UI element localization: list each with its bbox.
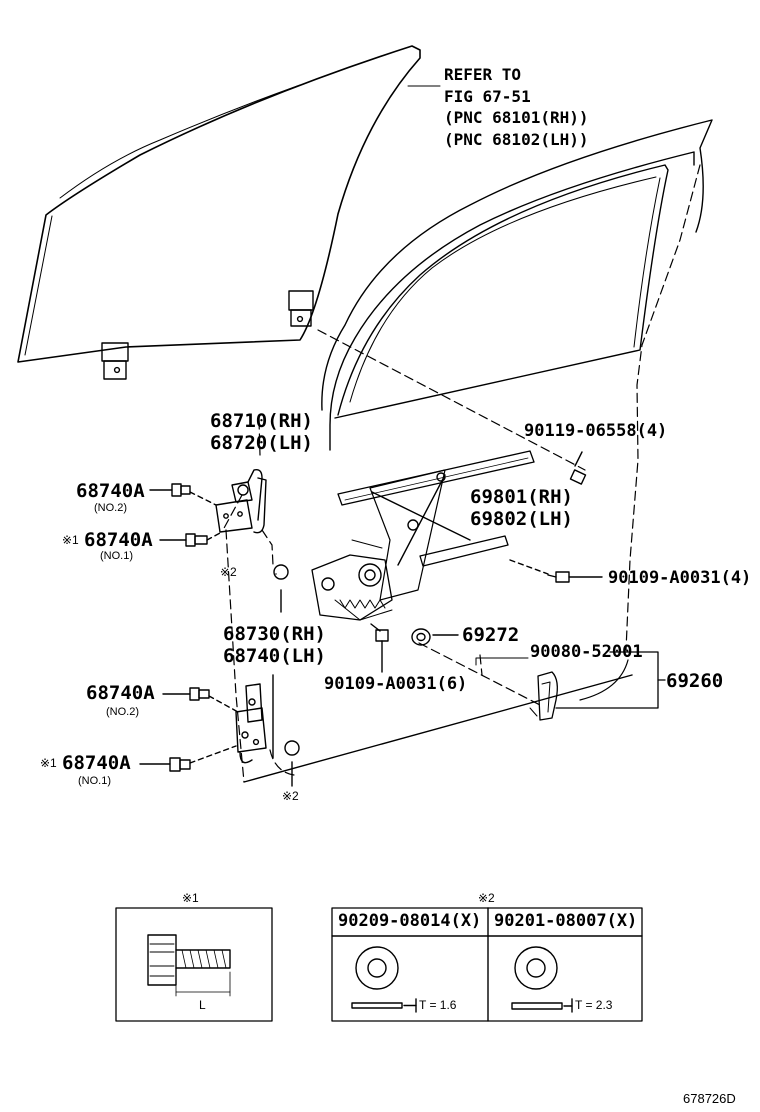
bolt-no1-bottom-note: (NO.1): [78, 775, 111, 787]
detail-2-part-1: 90209-08014(X): [338, 911, 482, 931]
refer-note-line-3: (PNC 68101(RH)): [444, 108, 589, 127]
grommet-label: 69272: [462, 624, 520, 646]
clip-label: 90080-52001: [530, 642, 643, 662]
detail-2-box: [331, 907, 643, 1022]
bolt-no1-top-note: (NO.1): [100, 550, 133, 562]
door-glass: [17, 45, 421, 380]
lower-hinge: [235, 674, 300, 787]
bolt-no2-bottom-label: 68740A: [86, 682, 155, 704]
bolt-top-right-shape: [569, 451, 587, 485]
refer-note-line-4: (PNC 68102(LH)): [444, 130, 589, 149]
washer-mark-lower: ※2: [282, 789, 299, 803]
hinge-upper-rh-label: 68710(RH): [210, 410, 313, 432]
bolt-no2-bottom-note: (NO.2): [106, 706, 139, 718]
bolt-no2-top-label: 68740A: [76, 480, 145, 502]
detail-2-mark: ※2: [478, 891, 495, 905]
clip-leader: [475, 657, 529, 666]
door-frame: [321, 119, 713, 451]
regulator-rh-label: 69801(RH): [470, 486, 573, 508]
bolt-mid-right-shape: [509, 559, 603, 583]
bolt-no2-top-shape: [149, 483, 217, 506]
detail-1-dimension: L: [199, 998, 206, 1012]
window-regulator: [311, 450, 535, 621]
hinge-upper-lh-label: 68720(LH): [210, 432, 313, 454]
bolt-no1-bottom-mark: ※1: [40, 756, 57, 770]
grommet-shape: [411, 628, 459, 646]
bolt-no1-top-label: 68740A: [84, 529, 153, 551]
detail-2-part-2: 90201-08007(X): [494, 911, 638, 931]
bolt-no1-bottom-label: 68740A: [62, 752, 131, 774]
washer-mark-upper: ※2: [220, 565, 237, 579]
upper-hinge: [215, 468, 289, 613]
door-bottom-line: [243, 674, 633, 783]
detail-2-thickness-2: T = 2.3: [575, 998, 613, 1012]
bolt-top-right-label: 90119-06558(4): [524, 421, 668, 441]
bolt-no1-bottom-shape: [139, 745, 237, 772]
regulator-lh-label: 69802(LH): [470, 508, 573, 530]
refer-note-line-1: REFER TO: [444, 65, 522, 84]
refer-note-line-2: FIG 67-51: [444, 87, 531, 106]
handle-shape: [529, 671, 558, 721]
bolt-bottom-shape: [370, 623, 389, 673]
detail-2-thickness-1: T = 1.6: [419, 998, 457, 1012]
hinge-lower-rh-label: 68730(RH): [223, 623, 326, 645]
bolt-mid-right-label: 90109-A0031(4): [608, 568, 752, 588]
handle-label: 69260: [666, 670, 724, 692]
bolt-no2-bottom-shape: [162, 687, 239, 713]
bolt-no2-top-note: (NO.2): [94, 502, 127, 514]
door-panel-outline: [222, 164, 701, 783]
detail-1-box: [115, 907, 273, 1022]
figure-code: 678726D: [683, 1091, 736, 1106]
bolt-no1-top-mark: ※1: [62, 533, 79, 547]
hinge-lower-lh-label: 68740(LH): [223, 645, 326, 667]
detail-1-mark: ※1: [182, 891, 199, 905]
bolt-bottom-label: 90109-A0031(6): [324, 674, 468, 694]
bolt-no1-top-shape: [159, 531, 223, 547]
